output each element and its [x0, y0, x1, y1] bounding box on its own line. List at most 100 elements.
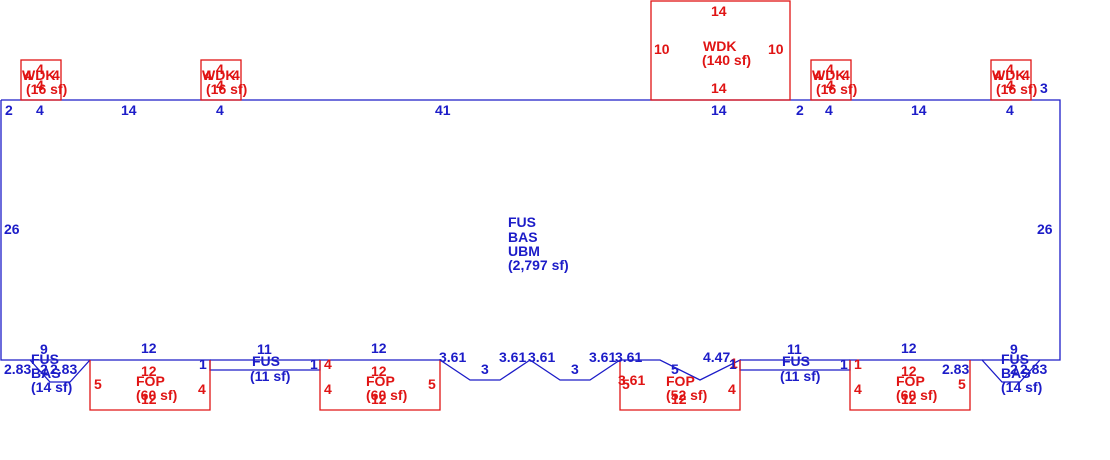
top-dim-2: 4	[36, 102, 44, 118]
wdk-small-box-1	[20, 59, 62, 101]
fus-bump-left-top: 11	[257, 341, 272, 357]
fop-1-area: (60 sf)	[136, 387, 177, 403]
wdk-small-4-right: 4	[1022, 67, 1030, 83]
fop-3-outer-diag: 4.47	[703, 349, 730, 365]
wdk-small-1-top: 4	[36, 61, 44, 77]
fop-3-extra: 1	[730, 355, 738, 371]
bay-dim-7: 3.61	[615, 349, 642, 365]
main-area-line-3: UBM	[508, 243, 540, 259]
fus-bump-left-left: 1	[199, 356, 207, 372]
fus-bump-right-area: (11 sf)	[780, 368, 820, 384]
top-dimensions: 2 4 14 4 41 14 2 4 14 4 3	[5, 80, 1048, 118]
fus-bas-right-mid: 2	[1010, 361, 1018, 377]
top-dim-7: 2	[796, 102, 804, 118]
fop-4-outer-top: 12	[901, 340, 917, 356]
wdk-small-2-left: 4	[204, 67, 212, 83]
fus-bas-left-left: 2.83	[4, 361, 31, 377]
main-area-line-1: FUS	[508, 214, 536, 230]
wdk-small-4-name: WDK	[992, 67, 1025, 83]
fop-3-outer-top: 5	[671, 361, 679, 377]
fus-bas-left-top: 9	[40, 341, 48, 357]
wdk-small-3: WDK 4 4 4 4 (16 sf)	[812, 61, 857, 97]
top-dim-4: 4	[216, 102, 224, 118]
main-outline	[0, 99, 1061, 383]
wdk-small-3-bottom: 4	[826, 77, 834, 93]
wdk-small-2: WDK 4 4 4 4 (16 sf)	[202, 61, 247, 97]
fop-3-right: 4	[728, 381, 736, 397]
wdk-large-area: (140 sf)	[702, 52, 751, 68]
wdk-small-1-bottom: 4	[36, 77, 44, 93]
fus-bas-right-left: 2.83	[942, 361, 969, 377]
bay-dim-2: 3	[481, 361, 489, 377]
top-dim-9: 14	[911, 102, 927, 118]
top-dim-6: 14	[711, 102, 727, 118]
wdk-large-dim-right: 10	[768, 41, 784, 57]
additions	[20, 0, 1032, 411]
wdk-small-box-3	[810, 59, 852, 101]
wdk-small-2-top: 4	[216, 61, 224, 77]
fus-bas-left-mid: 2	[40, 361, 48, 377]
fop-box-1	[89, 360, 211, 411]
top-dim-5: 41	[435, 102, 451, 118]
fus-bump-right-l1: FUS	[782, 353, 810, 369]
fus-bas-left-l2: BAS	[31, 365, 61, 381]
fus-bump-left: 11 FUS 1 1 (11 sf)	[199, 341, 318, 384]
fus-bas-left-area: (14 sf)	[31, 379, 72, 395]
wdk-small-4: WDK 4 4 4 4 (16 sf)	[992, 61, 1037, 97]
fop-4-left: 4	[854, 381, 862, 397]
top-dim-11: 3	[1040, 80, 1048, 96]
wdk-small-2-right: 4	[232, 67, 240, 83]
fop-1-name: FOP	[136, 373, 165, 389]
bay-dim-1: 3.61	[439, 349, 466, 365]
fop-2-extra: 4	[324, 356, 332, 372]
wdk-large: 14 14 10 10 WDK (140 sf)	[654, 3, 784, 96]
fop-2-top: 12	[371, 363, 387, 379]
fus-bump-right: 11 FUS 1 1 (11 sf)	[729, 341, 848, 384]
fop-4-extra: 1	[854, 356, 862, 372]
fop-3-area: (52 sf)	[666, 387, 707, 403]
wdk-small-3-top: 4	[826, 61, 834, 77]
main-area-line-2: BAS	[508, 229, 538, 245]
fus-bas-right-l2: BAS	[1001, 365, 1031, 381]
fus-bump-left-l1: FUS	[252, 353, 280, 369]
building-outline	[0, 99, 1061, 383]
top-dim-1: 2	[5, 102, 13, 118]
wdk-large-dim-left: 10	[654, 41, 670, 57]
fop-2: 12 4 12 FOP 4 5 (60 sf) 12	[324, 340, 436, 407]
top-dim-8: 4	[825, 102, 833, 118]
wdk-small-4-top: 4	[1006, 61, 1014, 77]
fop-1-right: 4	[198, 381, 206, 397]
wdk-large-dim-bottom: 14	[711, 80, 727, 96]
fus-bump-right-left: 1	[729, 356, 737, 372]
fop-4-bottom: 12	[901, 391, 917, 407]
wdk-large-name: WDK	[703, 38, 736, 54]
fop-2-right: 5	[428, 376, 436, 392]
fop-box-4	[849, 360, 971, 411]
wdk-small-3-name: WDK	[812, 67, 845, 83]
bay-dim-4: 3.61	[528, 349, 555, 365]
fop-3-bottom: 12	[671, 391, 687, 407]
wdk-small-1-name: WDK	[22, 67, 55, 83]
wdk-small-3-left: 4	[814, 67, 822, 83]
wdk-small-1-left: 4	[24, 67, 32, 83]
fus-bump-right-right: 1	[840, 356, 848, 372]
fus-bump-left-right: 1	[310, 356, 318, 372]
fop-box-2	[319, 360, 441, 411]
fus-bas-right-l1: FUS	[1001, 351, 1029, 367]
wdk-large-box	[650, 0, 791, 101]
fus-bump-left-area: (11 sf)	[250, 368, 290, 384]
fop-1-outer-top: 12	[141, 340, 157, 356]
fop-4-right: 5	[958, 376, 966, 392]
wdk-large-dim-top: 14	[711, 3, 727, 19]
fop-1-bottom: 12	[141, 391, 157, 407]
fus-bas-left-l1: FUS	[31, 351, 59, 367]
fop-2-left: 4	[324, 381, 332, 397]
fus-bas-left: 9 FUS 2.83 2 2.83 BAS (14 sf)	[4, 341, 77, 395]
wdk-small-3-right: 4	[842, 67, 850, 83]
fop-3-angle: 3.61	[618, 372, 645, 388]
fop-2-area: (60 sf)	[366, 387, 407, 403]
bay-dims: 3.61 3 3.61 3.61 3 3.61 3.61	[439, 349, 642, 377]
fop-4-name: FOP	[896, 373, 925, 389]
fop-4-top: 12	[901, 363, 917, 379]
